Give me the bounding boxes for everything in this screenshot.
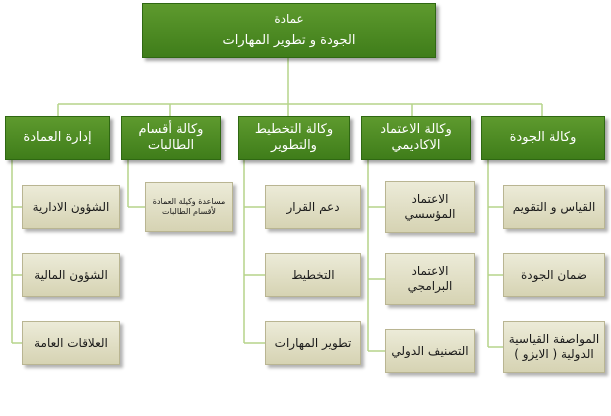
- dean-subtitle: الجودة و تطوير المهارات: [222, 32, 356, 48]
- unit-planning: التخطيط: [265, 253, 361, 297]
- dept-admin-label: إدارة العمادة: [23, 129, 92, 145]
- unit-label: التصنيف الدولي: [391, 343, 469, 358]
- unit-skills-development: تطوير المهارات: [265, 321, 361, 365]
- unit-label: التخطيط: [291, 267, 335, 282]
- unit-administrative-affairs: الشؤون الادارية: [22, 185, 120, 229]
- unit-label: مساعدة وكيلة العمادة لأقسام الطالبات: [152, 197, 226, 216]
- unit-label: الشؤون الادارية: [32, 199, 110, 214]
- unit-label: الاعتماد البرامجي: [407, 264, 453, 293]
- dept-academic-accreditation: وكالة الاعتماد الاكاديمي: [361, 116, 471, 160]
- unit-iso-standard: المواصفة القياسية الدولية ( الايزو ): [503, 321, 605, 373]
- dept-female-sections: وكالة أقسام الطالبات: [121, 116, 221, 160]
- dept-administration: إدارة العمادة: [5, 116, 110, 160]
- unit-financial-affairs: الشؤون المالية: [22, 253, 120, 297]
- unit-label: الاعتماد المؤسسي: [404, 192, 456, 221]
- dept-planning-label: وكالة التخطيط والتطوير: [254, 121, 334, 153]
- unit-institutional-accreditation: الاعتماد المؤسسي: [385, 181, 475, 233]
- unit-label: العلاقات العامة: [34, 335, 108, 350]
- unit-measurement-evaluation: القياس و التقويم: [503, 185, 605, 229]
- unit-label: دعم القرار: [286, 199, 340, 214]
- unit-label: الشؤون المالية: [34, 267, 108, 282]
- dept-accreditation-label: وكالة الاعتماد الاكاديمي: [380, 121, 452, 153]
- unit-decision-support: دعم القرار: [265, 185, 361, 229]
- unit-international-ranking: التصنيف الدولي: [385, 329, 475, 373]
- unit-label: المواصفة القياسية الدولية ( الايزو ): [508, 332, 600, 361]
- unit-assistant-vice-dean: مساعدة وكيلة العمادة لأقسام الطالبات: [145, 182, 233, 232]
- unit-label: تطوير المهارات: [274, 335, 352, 350]
- dept-female-label: وكالة أقسام الطالبات: [138, 121, 204, 153]
- dean-title: عمادة: [274, 11, 304, 26]
- dean-box: عمادة الجودة و تطوير المهارات: [142, 3, 436, 58]
- unit-label: ضمان الجودة: [521, 267, 587, 282]
- dept-quality: وكالة الجودة: [481, 116, 605, 160]
- dept-planning-development: وكالة التخطيط والتطوير: [238, 116, 350, 160]
- unit-label: القياس و التقويم: [512, 199, 596, 214]
- unit-public-relations: العلاقات العامة: [22, 321, 120, 365]
- dept-quality-label: وكالة الجودة: [509, 129, 577, 145]
- unit-quality-assurance: ضمان الجودة: [503, 253, 605, 297]
- unit-program-accreditation: الاعتماد البرامجي: [385, 253, 475, 305]
